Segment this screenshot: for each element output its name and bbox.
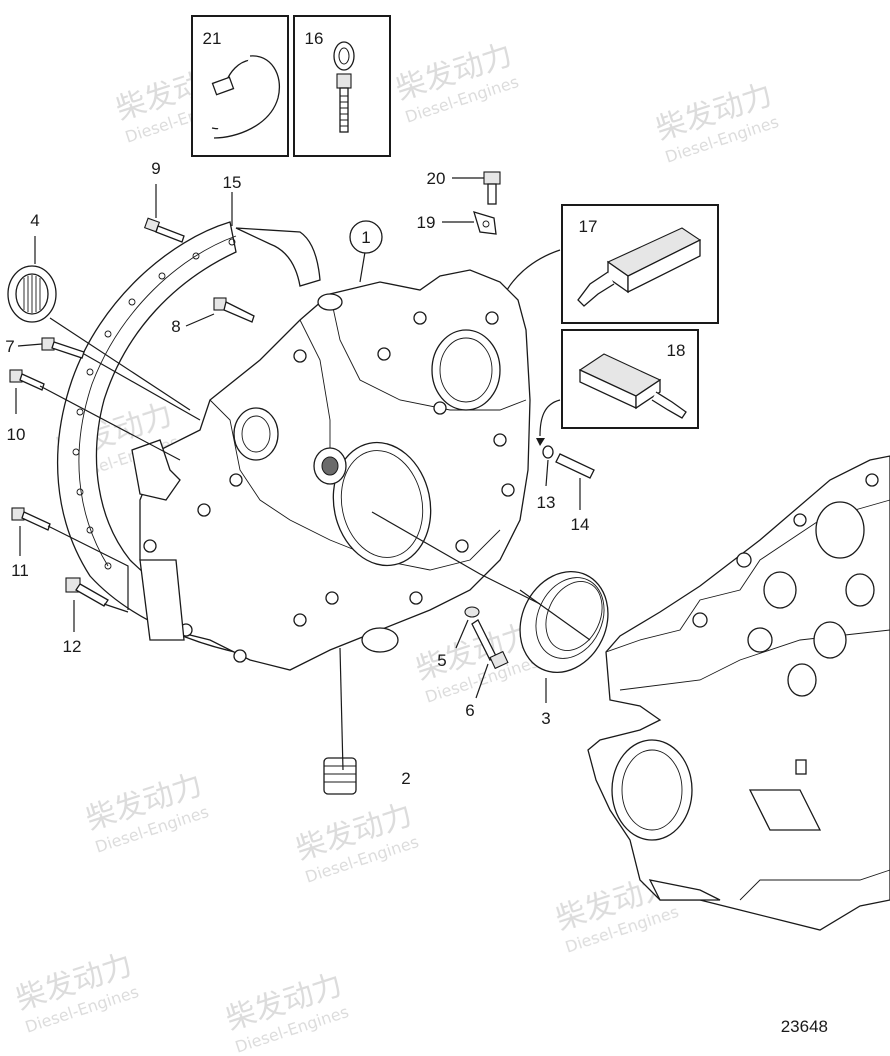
bolt-8 [213,297,255,323]
callout-labels: 1 2 3 4 5 6 7 8 9 10 11 12 13 14 15 16 1… [5,29,685,788]
callout-10: 10 [7,425,26,444]
callout-21: 21 [203,29,222,48]
flywheel-housing [131,269,531,671]
bolt-6 [471,619,509,670]
plug-2 [323,757,357,795]
bolt-7 [41,337,85,359]
bolt-9 [143,217,185,243]
callout-19: 19 [417,213,436,232]
bracket-19 [473,211,497,235]
dowel-14 [555,453,595,479]
bolt-12 [65,577,109,607]
callout-circle-1 [349,220,383,254]
callout-8: 8 [171,317,180,336]
callout-1: 1 [361,228,370,247]
leader-lines [15,177,591,771]
callout-6: 6 [465,701,474,720]
callout-17: 17 [579,217,598,236]
inset-box-18 [561,329,699,429]
figure-number: 23648 [781,1017,828,1036]
inset-box-17 [561,204,719,324]
bolt-20 [483,171,501,205]
pin-13 [542,445,554,459]
engine-block [587,455,890,931]
callout-14: 14 [571,515,590,534]
callout-15: 15 [223,173,242,192]
inset-box-21 [191,15,289,157]
callout-7: 7 [5,337,14,356]
callout-11: 11 [11,561,29,580]
callout-20: 20 [427,169,446,188]
callout-13: 13 [537,493,556,512]
callout-4: 4 [30,211,39,230]
inset-box-16 [293,15,391,157]
callout-3: 3 [541,709,550,728]
callout-2: 2 [401,769,410,788]
part-4-plug [7,265,57,323]
callout-5: 5 [437,651,446,670]
callout-16: 16 [305,29,324,48]
callout-18: 18 [667,341,686,360]
washer-5 [464,606,480,618]
callout-9: 9 [151,159,160,178]
bolt-10 [9,369,45,391]
leader-18-arrow [539,399,561,437]
callout-12: 12 [63,637,82,656]
bolt-11 [11,507,51,531]
